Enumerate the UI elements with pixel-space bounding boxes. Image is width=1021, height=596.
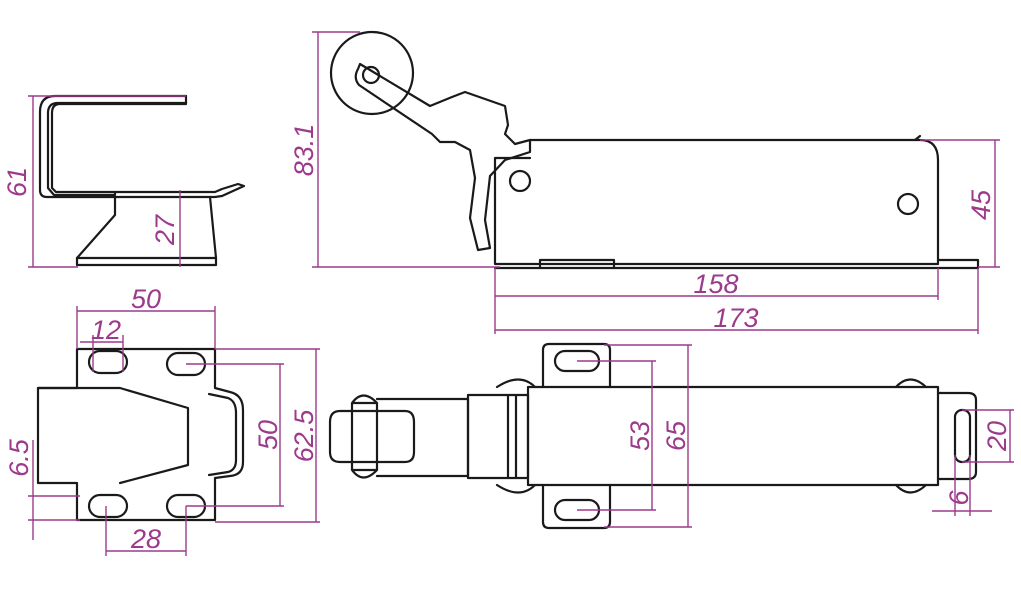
top-view-slot xyxy=(87,349,129,375)
dim-text-top-slot-spacing: 12 xyxy=(91,315,121,345)
top-view-plate-inner xyxy=(207,392,238,477)
dim-text-plan-plate-height: 65 xyxy=(661,420,691,451)
front-view-base-plate xyxy=(538,258,980,270)
side-view-handle-outline xyxy=(38,94,188,199)
dim-text-front-height: 83.1 xyxy=(289,124,319,177)
plan-view-sleeve xyxy=(466,393,530,480)
side-view: 61 27 xyxy=(2,94,246,268)
plan-view-body xyxy=(526,385,940,487)
plan-view-end-tab xyxy=(936,391,978,481)
top-view-housing xyxy=(36,386,190,485)
top-view-plate xyxy=(36,347,245,522)
front-view-body xyxy=(493,138,940,266)
front-view-hole xyxy=(896,192,920,216)
top-view: 50 12 50 62.5 6.5 28 xyxy=(4,284,320,556)
side-view-base xyxy=(75,195,218,267)
dim-text-plan-slot-pitch: 53 xyxy=(625,421,655,451)
plan-view: 53 65 20 6 xyxy=(328,342,1014,530)
dim-text-plan-end-slot-length: 20 xyxy=(982,421,1012,452)
front-view-roller xyxy=(329,30,415,116)
plan-view-end-slot xyxy=(953,408,972,464)
dim-text-plan-end-slot-width: 6 xyxy=(944,490,974,506)
plan-view-roller xyxy=(328,409,416,464)
dim-text-top-pitch-vertical: 50 xyxy=(253,420,283,450)
front-view-lever xyxy=(354,62,532,252)
front-view: 83.1 45 158 173 xyxy=(289,30,1000,334)
front-view-hole xyxy=(508,169,532,193)
dim-text-side-base-height: 27 xyxy=(150,214,180,246)
dim-text-front-length-inner: 158 xyxy=(693,269,738,299)
dim-text-top-plate-height: 62.5 xyxy=(289,409,319,463)
dim-text-top-pitch-horizontal: 28 xyxy=(130,524,161,554)
dim-text-side-height: 61 xyxy=(2,167,32,197)
dim-text-top-edge-offset: 6.5 xyxy=(4,438,34,477)
dim-text-front-length-total: 173 xyxy=(713,303,758,333)
dim-text-top-width: 50 xyxy=(131,284,161,314)
side-view-handle xyxy=(46,94,188,197)
side-view-top-plate xyxy=(113,182,246,199)
dim-text-front-body-height: 45 xyxy=(966,189,996,220)
plan-view-fork xyxy=(350,394,379,479)
plan-view-ear xyxy=(495,378,928,494)
front-view-body-line xyxy=(913,134,922,142)
top-view-slot xyxy=(87,493,129,519)
